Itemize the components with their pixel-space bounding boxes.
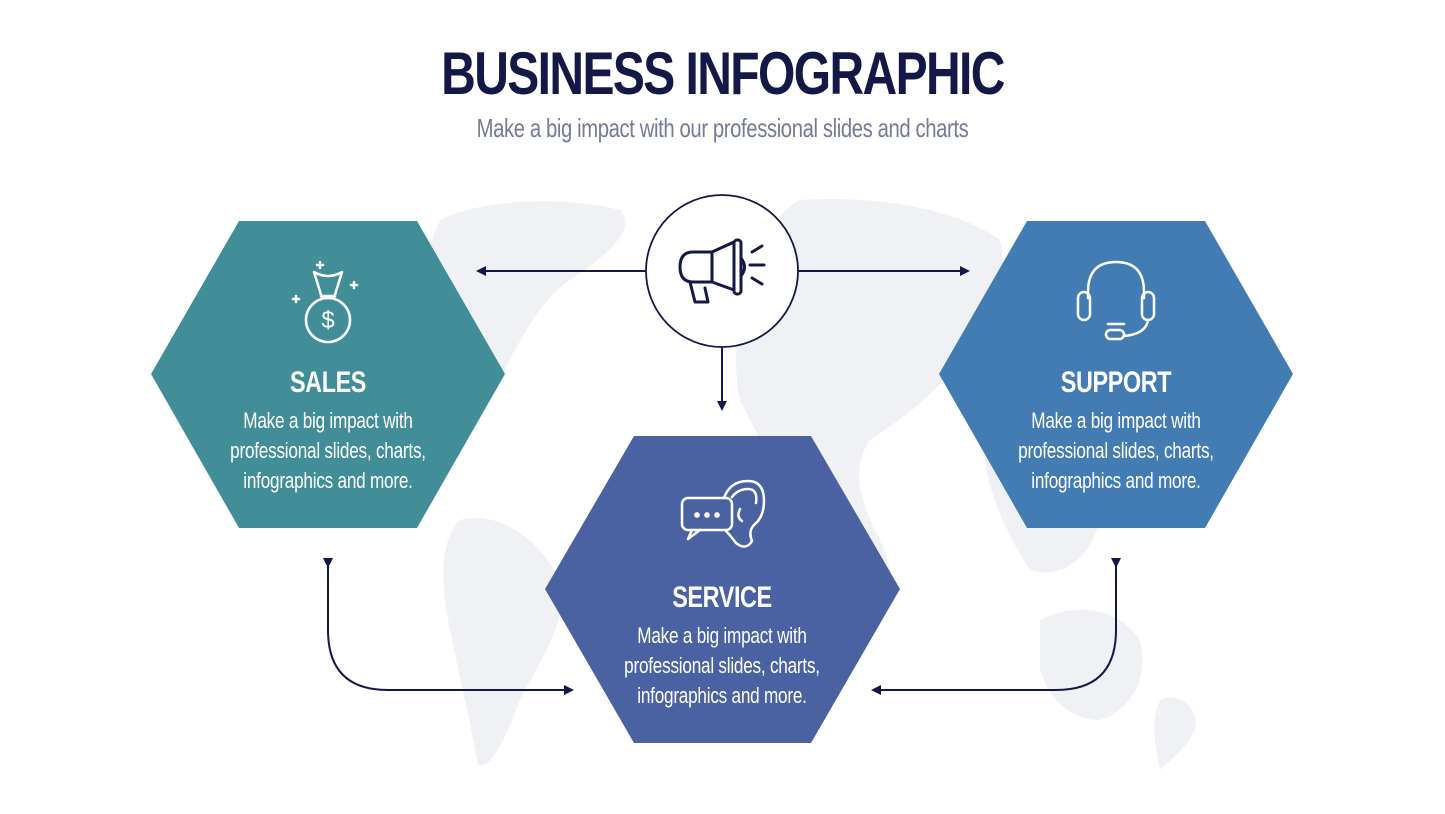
service-description: Make a big impact with professional slid…	[605, 621, 839, 711]
description-line: Make a big impact with	[1031, 408, 1201, 433]
center-circle	[645, 194, 799, 348]
connector-arrows	[323, 266, 1121, 695]
service-content: SERVICE Make a big impact with professio…	[572, 581, 872, 711]
page-title: BUSINESS INFOGRAPHIC	[441, 40, 1005, 107]
arrow-sales-service-loop	[323, 558, 574, 695]
sales-description: Make a big impact with professional slid…	[211, 406, 445, 496]
money-bag-icon: $	[291, 260, 359, 344]
description-line: professional slides, charts,	[624, 653, 820, 678]
description-line: infographics and more.	[1031, 468, 1201, 493]
sales-title: SALES	[289, 366, 367, 399]
description-line: professional slides, charts,	[230, 438, 426, 463]
description-line: infographics and more.	[243, 468, 413, 493]
description-line: infographics and more.	[637, 683, 807, 708]
support-content: SUPPORT Make a big impact with professio…	[966, 366, 1266, 496]
support-hexagon	[939, 221, 1293, 528]
support-title: SUPPORT	[1060, 366, 1172, 399]
support-description: Make a big impact with professional slid…	[999, 406, 1233, 496]
description-line: Make a big impact with	[243, 408, 413, 433]
arrow-support-service-loop	[871, 558, 1121, 695]
description-line: professional slides, charts,	[1018, 438, 1214, 463]
service-hexagon	[545, 436, 900, 743]
headset-icon	[1076, 260, 1156, 341]
sales-hexagon	[151, 221, 505, 528]
service-title: SERVICE	[672, 581, 772, 614]
page-subtitle: Make a big impact with our professional …	[476, 113, 969, 143]
sales-content: SALES Make a big impact with professiona…	[178, 366, 478, 496]
description-line: Make a big impact with	[637, 623, 807, 648]
svg-text:$: $	[321, 307, 334, 334]
chat-ear-icon	[680, 479, 766, 548]
megaphone-icon	[678, 238, 766, 304]
